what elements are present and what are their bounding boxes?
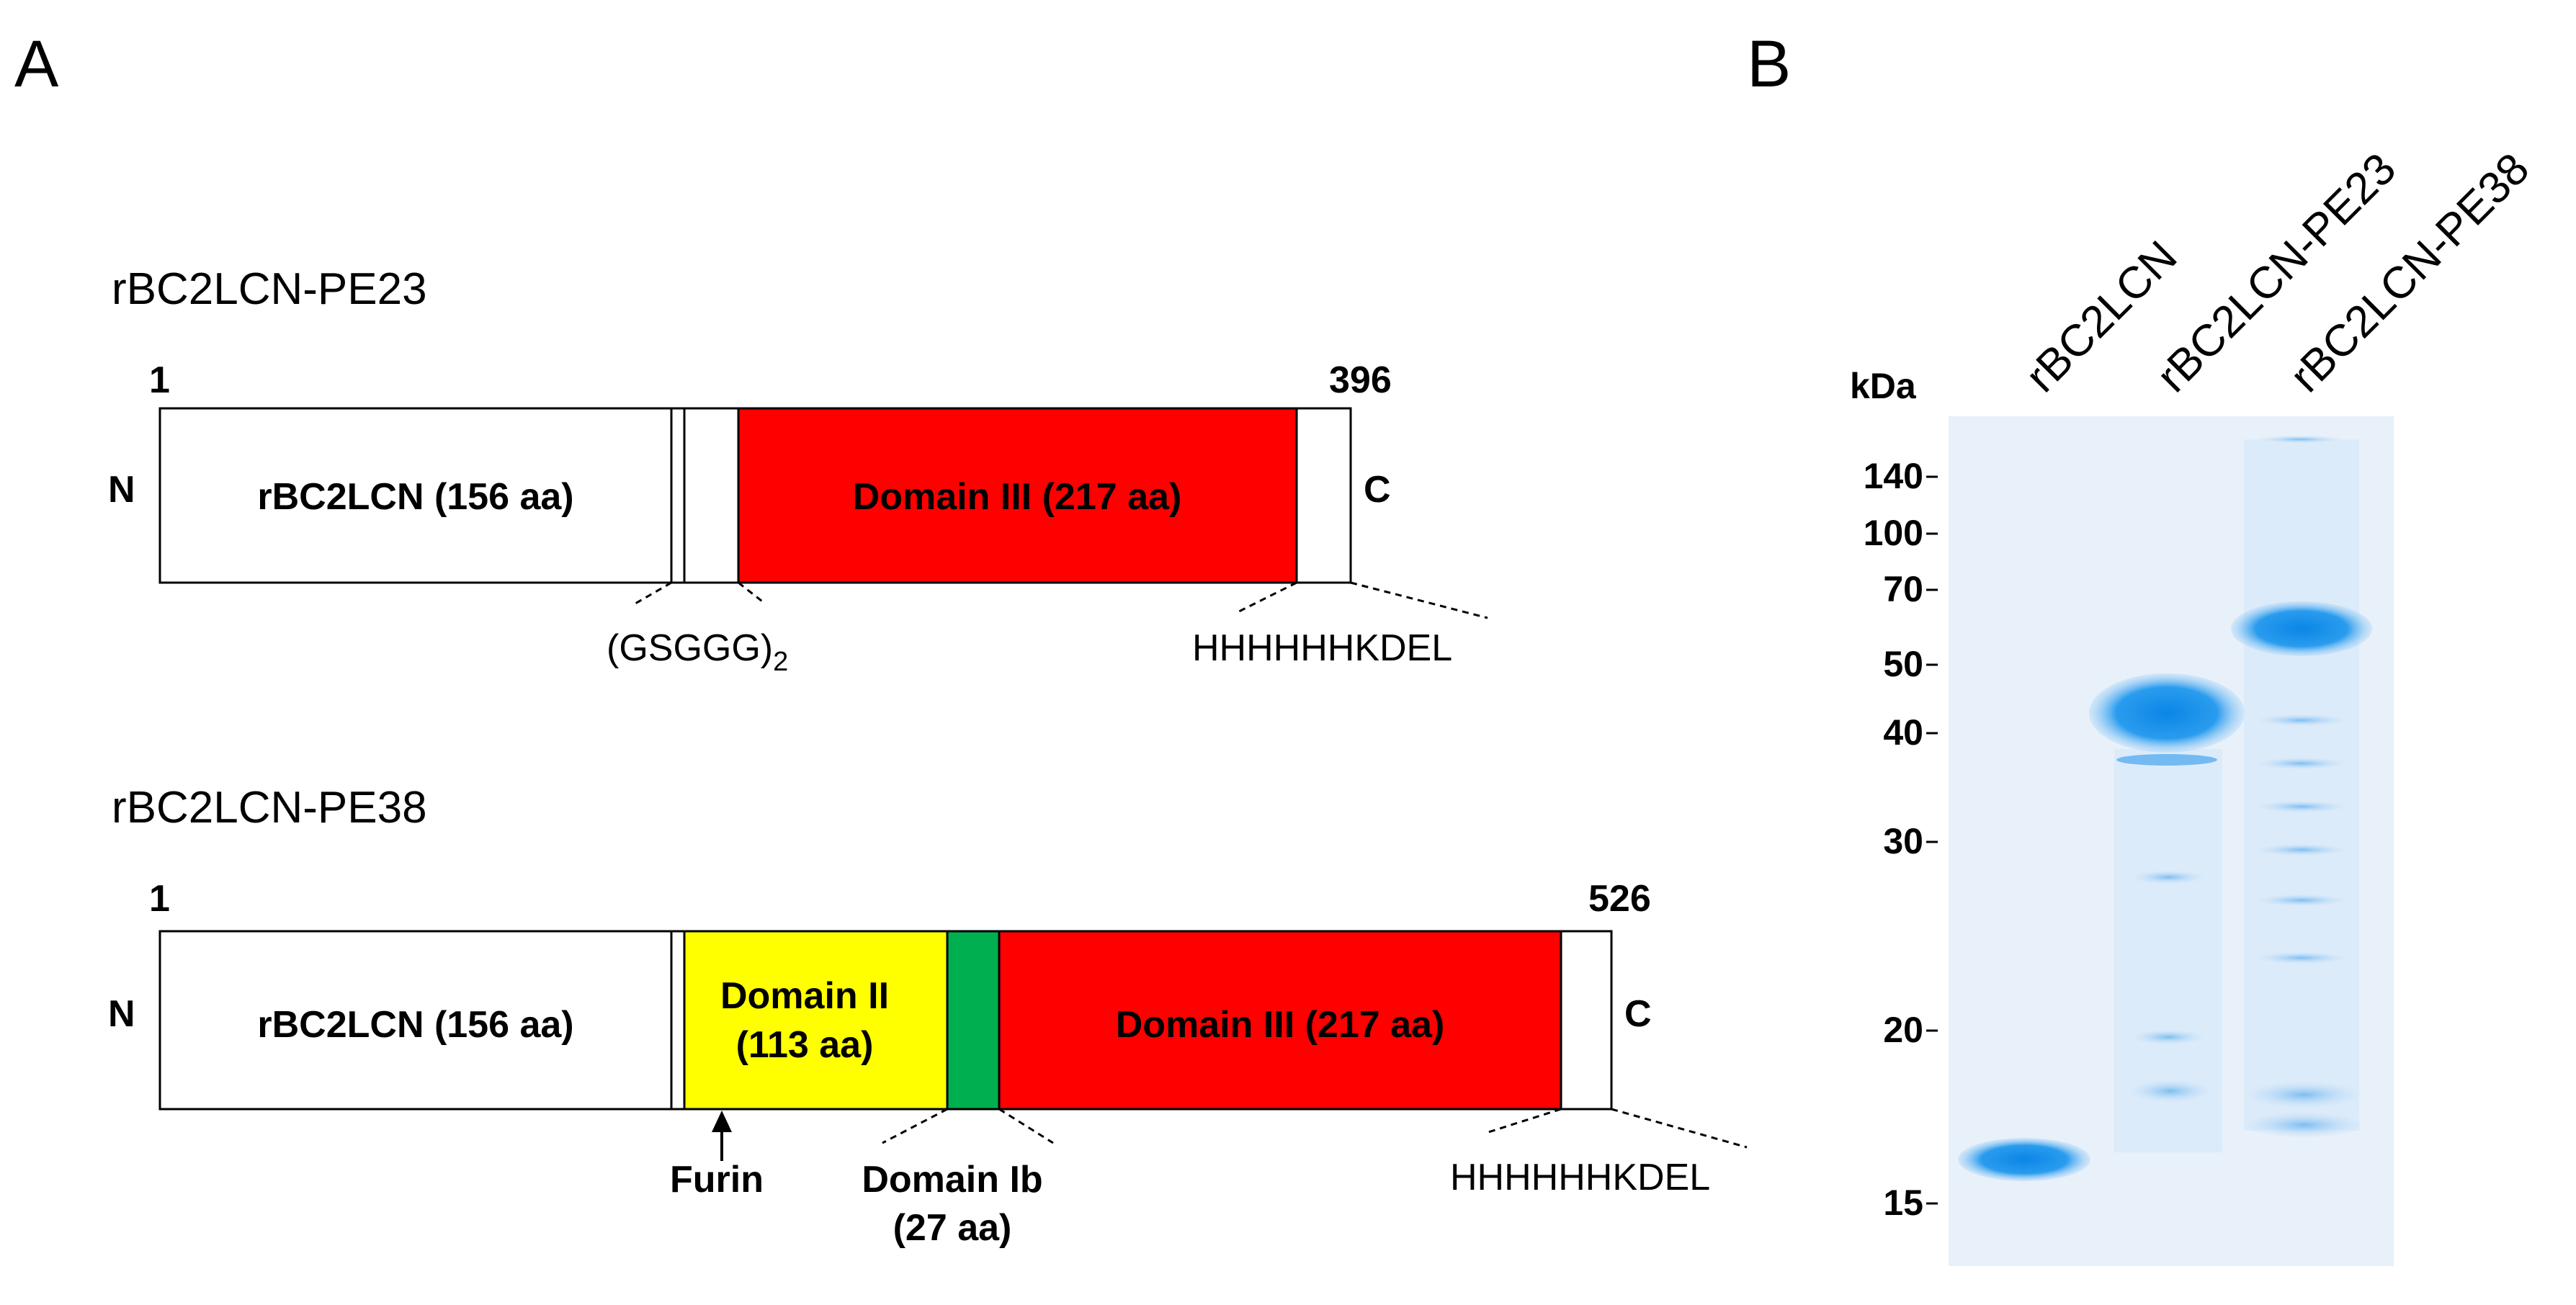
domain-ii-label-line2: (113 aa) (736, 1024, 874, 1066)
tag-callout-line (1237, 581, 1297, 614)
mw-label: 50 (1883, 644, 1923, 684)
tag-annotation: HHHHHHKDEL (1450, 1157, 1710, 1198)
construct-pe23: rBC2LCN-PE23 1 396 N C rBC2LCN (156 aa) … (108, 264, 1488, 677)
gel-band (2131, 1080, 2210, 1102)
tag-segment (1560, 930, 1613, 1111)
domain-iii-segment (737, 407, 1298, 584)
end-position: 396 (1329, 359, 1392, 401)
start-position: 1 (149, 359, 170, 401)
linker-callout-line (738, 581, 766, 605)
furin-annotation: Furin (670, 1159, 764, 1201)
linker-callout-line (635, 581, 672, 605)
construct-title: rBC2LCN-PE38 (112, 783, 427, 833)
lectin-label: rBC2LCN (156 aa) (257, 1004, 573, 1046)
tag-annotation: HHHHHHKDEL (1192, 627, 1452, 669)
domain-iii-label: Domain III (217 aa) (1116, 1004, 1445, 1046)
lane-rbc2lcn-pe23 (2089, 673, 2245, 1152)
linker-segment-b (683, 407, 740, 584)
gel-band (2248, 1082, 2360, 1108)
panel-a-label: A (14, 27, 59, 101)
construct-pe38: rBC2LCN-PE38 1 526 N C rBC2LCN (156 aa) … (108, 783, 1748, 1249)
mw-label: 20 (1883, 1010, 1923, 1050)
tag-callout-line (1611, 1108, 1748, 1149)
lane-label: rBC2LCN-PE23 (2147, 144, 2405, 402)
domain-iii-segment (998, 930, 1562, 1111)
mw-markers: 140 100 70 50 40 30 20 15 (1864, 456, 1938, 1223)
gel-band (2258, 952, 2345, 964)
n-terminus-label: N (108, 993, 135, 1035)
linker-subscript: 2 (773, 647, 788, 677)
lectin-segment (158, 930, 673, 1111)
end-position: 526 (1588, 878, 1651, 920)
domain-ib-callout-line (882, 1108, 948, 1144)
tag-segment (1295, 407, 1352, 584)
lane-rbc2lcn (1958, 1138, 2090, 1181)
start-position: 1 (149, 878, 170, 920)
n-terminus-label: N (108, 469, 135, 511)
gel-band (2134, 871, 2203, 884)
furin-arrow-head (712, 1111, 732, 1132)
domain-ii-segment (683, 930, 949, 1111)
mw-label: 100 (1864, 513, 1923, 553)
gel-band (1958, 1138, 2090, 1181)
mw-label: 140 (1864, 456, 1923, 496)
gel-panel: rBC2LCN rBC2LCN-PE23 rBC2LCN-PE38 kDa 14… (1850, 144, 2539, 1266)
domain-ii-label-line1: Domain II (720, 975, 889, 1017)
domain-ib-segment (946, 930, 1001, 1111)
gel-band (2231, 601, 2372, 656)
lane-rbc2lcn-pe38 (2231, 436, 2372, 1137)
mw-label: 40 (1883, 712, 1923, 753)
domain-ib-annotation-line2: (27 aa) (893, 1207, 1012, 1249)
mw-label: 70 (1883, 569, 1923, 609)
linker-segment (670, 930, 686, 1111)
linker-text: (GSGGG) (607, 627, 773, 669)
mw-label: 30 (1883, 821, 1923, 861)
lane-label: rBC2LCN-PE38 (2281, 144, 2539, 402)
gel-band (2089, 673, 2245, 753)
linker-segment-a (670, 407, 686, 584)
tag-callout-line (1350, 581, 1488, 619)
gel-band (2258, 894, 2345, 906)
mw-label: 15 (1883, 1183, 1923, 1223)
gel-band (2258, 714, 2345, 726)
gel-band (2258, 758, 2345, 769)
lane-smear (2244, 439, 2359, 1131)
domain-ib-callout-line (998, 1108, 1054, 1144)
domain-ib-annotation-line1: Domain Ib (862, 1159, 1042, 1201)
gel-band (2134, 1030, 2203, 1044)
tag-callout-line (1485, 1108, 1562, 1134)
construct-title: rBC2LCN-PE23 (112, 264, 427, 314)
domain-iii-label: Domain III (217 aa) (853, 476, 1182, 518)
c-terminus-label: C (1624, 993, 1652, 1035)
c-terminus-label: C (1364, 469, 1391, 511)
gel-band (2258, 801, 2345, 812)
linker-annotation: (GSGGG)2 (607, 627, 788, 677)
gel-band (2116, 754, 2217, 766)
gel-band (2260, 436, 2340, 443)
gel-band (2258, 844, 2345, 856)
lectin-segment (158, 407, 673, 584)
kda-unit-label: kDa (1850, 366, 1917, 406)
panel-b-label: B (1747, 27, 1791, 101)
lectin-label: rBC2LCN (156 aa) (257, 476, 573, 518)
gel-band (2246, 1113, 2361, 1137)
